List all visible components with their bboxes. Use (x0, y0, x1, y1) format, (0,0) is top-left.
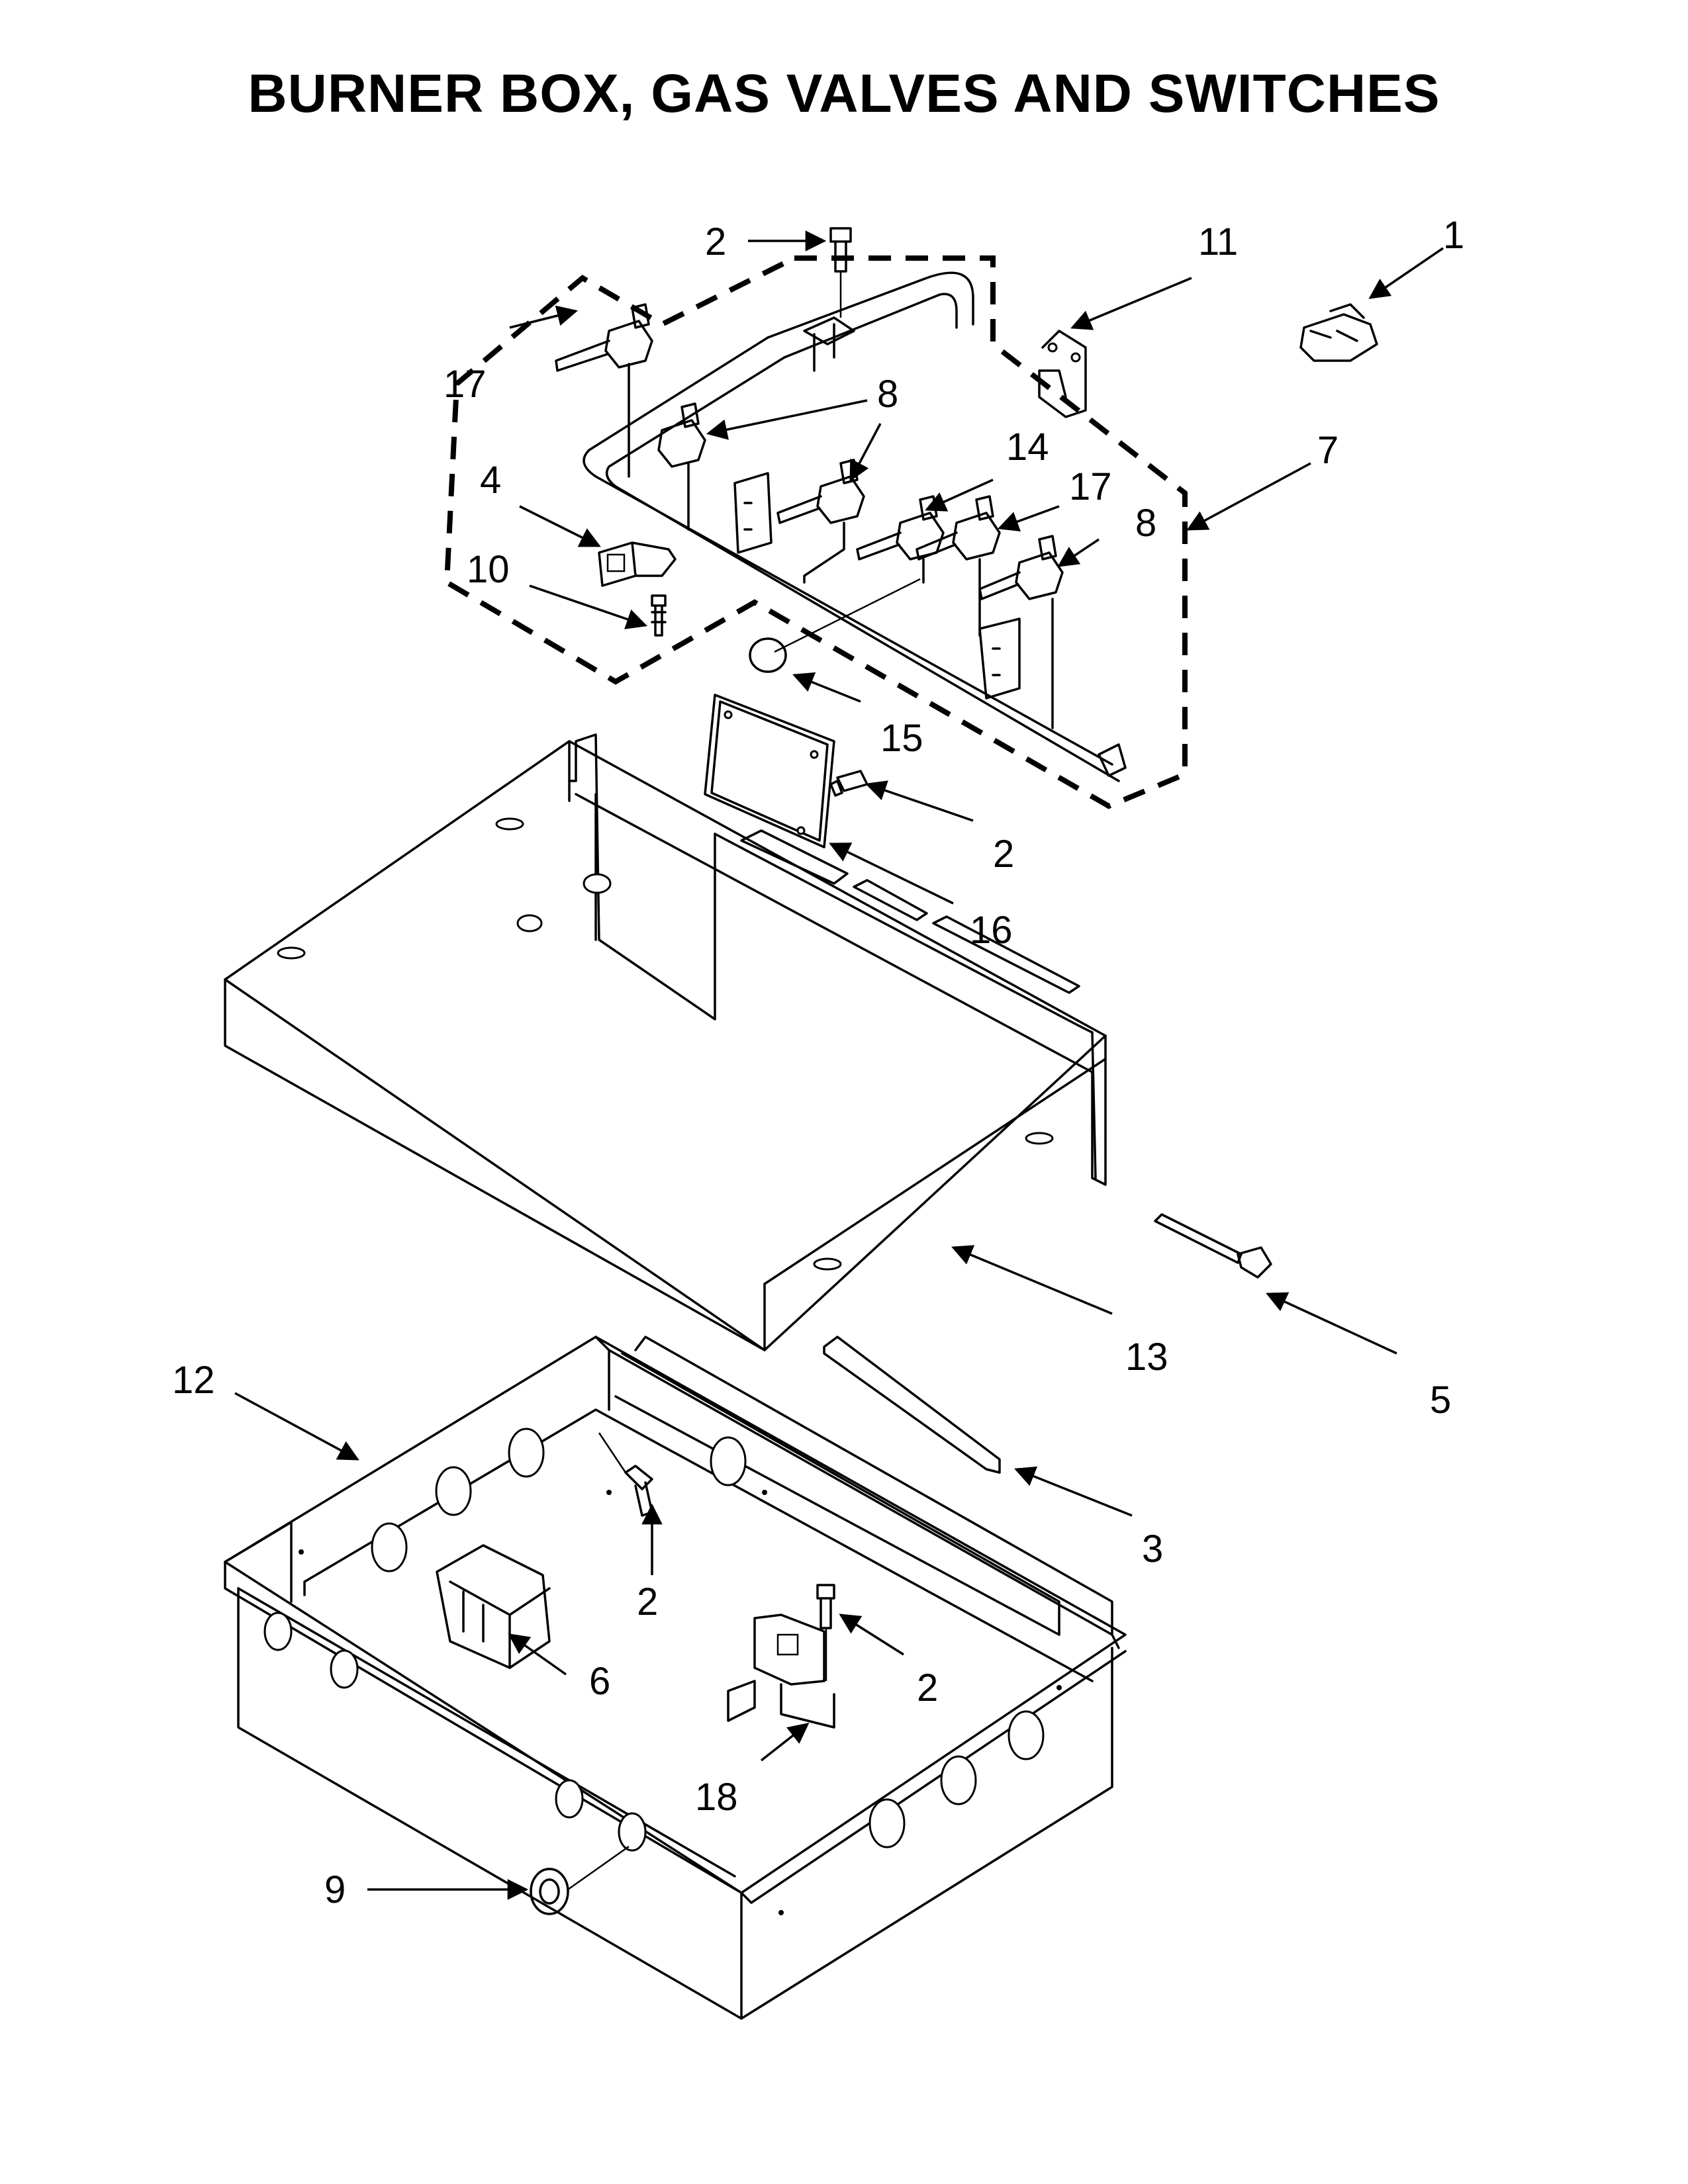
callout-18-bracket: 18 (695, 1776, 738, 1819)
callout-6-switch: 6 (589, 1660, 610, 1703)
callout-8-lower-valve: 8 (1135, 502, 1156, 545)
bracket-4 (598, 541, 677, 587)
gas-valve-17-upper (555, 303, 653, 478)
screw-2-top (829, 227, 852, 318)
lower-burner-box-12 (224, 1336, 1127, 2020)
screw-2-bracket (816, 1584, 835, 1681)
callout-2-top-screw: 2 (705, 220, 726, 263)
gas-valve-14 (856, 495, 945, 584)
gas-manifold-tube (583, 271, 1127, 782)
igniter-switch-1 (1299, 303, 1378, 362)
callout-17-lower-valve: 17 (1069, 465, 1112, 508)
callout-13-shell: 13 (1125, 1336, 1168, 1379)
callout-5-cable-tie: 5 (1430, 1379, 1451, 1422)
callout-2-cover-screw: 2 (993, 833, 1014, 876)
callout-4-bracket: 4 (480, 459, 501, 502)
gas-valve-8-upper (657, 402, 706, 531)
callout-14-valve: 14 (1006, 426, 1049, 469)
burner-box-shell-13 (224, 733, 1107, 1351)
page-title: BURNER BOX, GAS VALVES AND SWITCHES (248, 64, 1440, 124)
callout-7-manifold: 7 (1317, 429, 1338, 472)
screw-2-cover (829, 770, 868, 797)
cover-plate-16 (704, 694, 835, 848)
screw-10 (651, 594, 667, 637)
callout-3-plate: 3 (1142, 1527, 1163, 1570)
callout-2-bracket-screw: 2 (917, 1666, 938, 1709)
callout-10-screw: 10 (467, 548, 510, 591)
plate-3 (823, 1336, 1001, 1474)
bracket-11 (1038, 330, 1087, 418)
manifold-assembly-outline (444, 255, 1188, 809)
gas-valve-17-lower (915, 495, 1001, 637)
callout-12-lower-box: 12 (172, 1359, 215, 1402)
bracket-18 (727, 1614, 835, 1729)
callout-9-foot: 9 (324, 1868, 346, 1911)
callout-16-cover-plate: 16 (970, 909, 1013, 952)
gas-valve-8-lower (978, 535, 1064, 729)
callout-2-box-screw: 2 (637, 1580, 658, 1623)
foot-9 (530, 1845, 630, 1915)
screw-2-box (598, 1432, 653, 1517)
callout-11-bracket: 11 (1198, 220, 1238, 263)
washer-15 (749, 637, 787, 673)
callout-8-upper-valve: 8 (877, 373, 898, 416)
leader-lines (234, 230, 1444, 1900)
callout-15-washer: 15 (880, 717, 923, 760)
callout-1-switch: 1 (1443, 214, 1464, 257)
cable-tie-5 (1154, 1213, 1272, 1279)
callout-17-upper-valve: 17 (444, 363, 487, 406)
